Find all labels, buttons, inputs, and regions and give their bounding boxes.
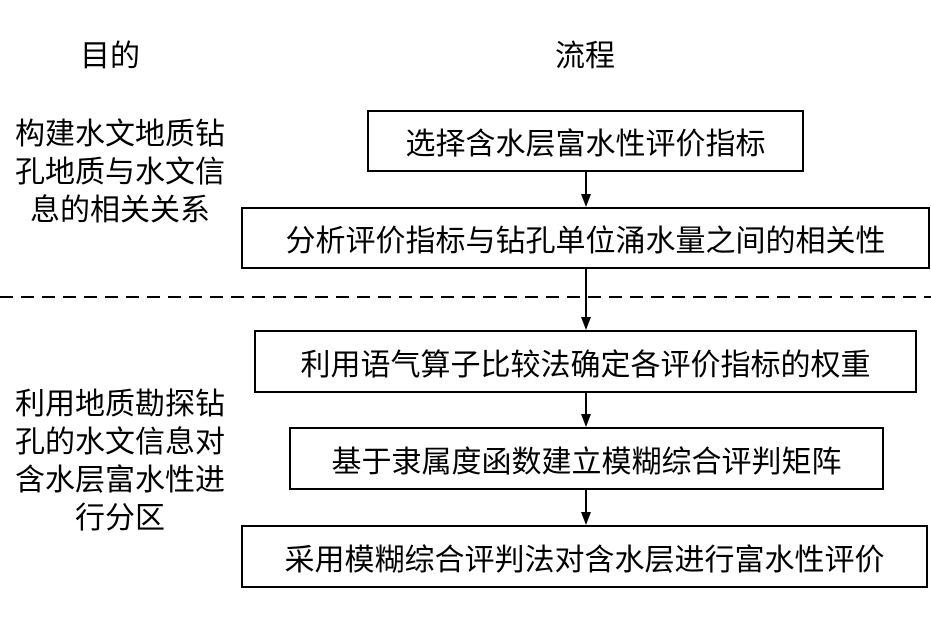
step-label: 采用模糊综合评判法对含水层进行富水性评价 (284, 542, 885, 578)
step-box-5: 采用模糊综合评判法对含水层进行富水性评价 (241, 525, 928, 588)
step-label: 利用语气算子比较法确定各评价指标的权重 (300, 347, 871, 383)
arrowhead-icon (581, 194, 591, 207)
purpose-group-1: 构建水文地质钻 孔地质与水文信 息的相关关系 (0, 116, 240, 230)
step-box-3: 利用语气算子比较法确定各评价指标的权重 (254, 330, 917, 393)
process-header: 流程 (555, 39, 615, 74)
purpose-group-2: 利用地质勘探钻 孔的水文信息对 含水层富水性进 行分区 (0, 386, 240, 538)
purpose-line: 孔的水文信息对 (15, 425, 225, 460)
purpose-line: 构建水文地质钻 (15, 117, 225, 152)
purpose-line: 行分区 (75, 501, 165, 536)
step-label: 基于隶属度函数建立模糊综合评判矩阵 (331, 444, 842, 480)
arrowhead-icon (581, 414, 591, 427)
purpose-header: 目的 (80, 39, 140, 74)
purpose-line: 息的相关关系 (30, 193, 210, 228)
arrowhead-icon (581, 317, 591, 330)
purpose-line: 利用地质勘探钻 (15, 387, 225, 422)
step-box-2: 分析评价指标与钻孔单位涌水量之间的相关性 (241, 207, 930, 269)
purpose-line: 含水层富水性进 (15, 463, 225, 498)
arrowhead-icon (581, 512, 591, 525)
step-label: 分析评价指标与钻孔单位涌水量之间的相关性 (285, 224, 886, 259)
step-box-4: 基于隶属度函数建立模糊综合评判矩阵 (289, 427, 884, 490)
step-label: 选择含水层富水性评价指标 (405, 127, 766, 162)
purpose-line: 孔地质与水文信 (15, 155, 225, 190)
step-box-1: 选择含水层富水性评价指标 (367, 110, 804, 172)
